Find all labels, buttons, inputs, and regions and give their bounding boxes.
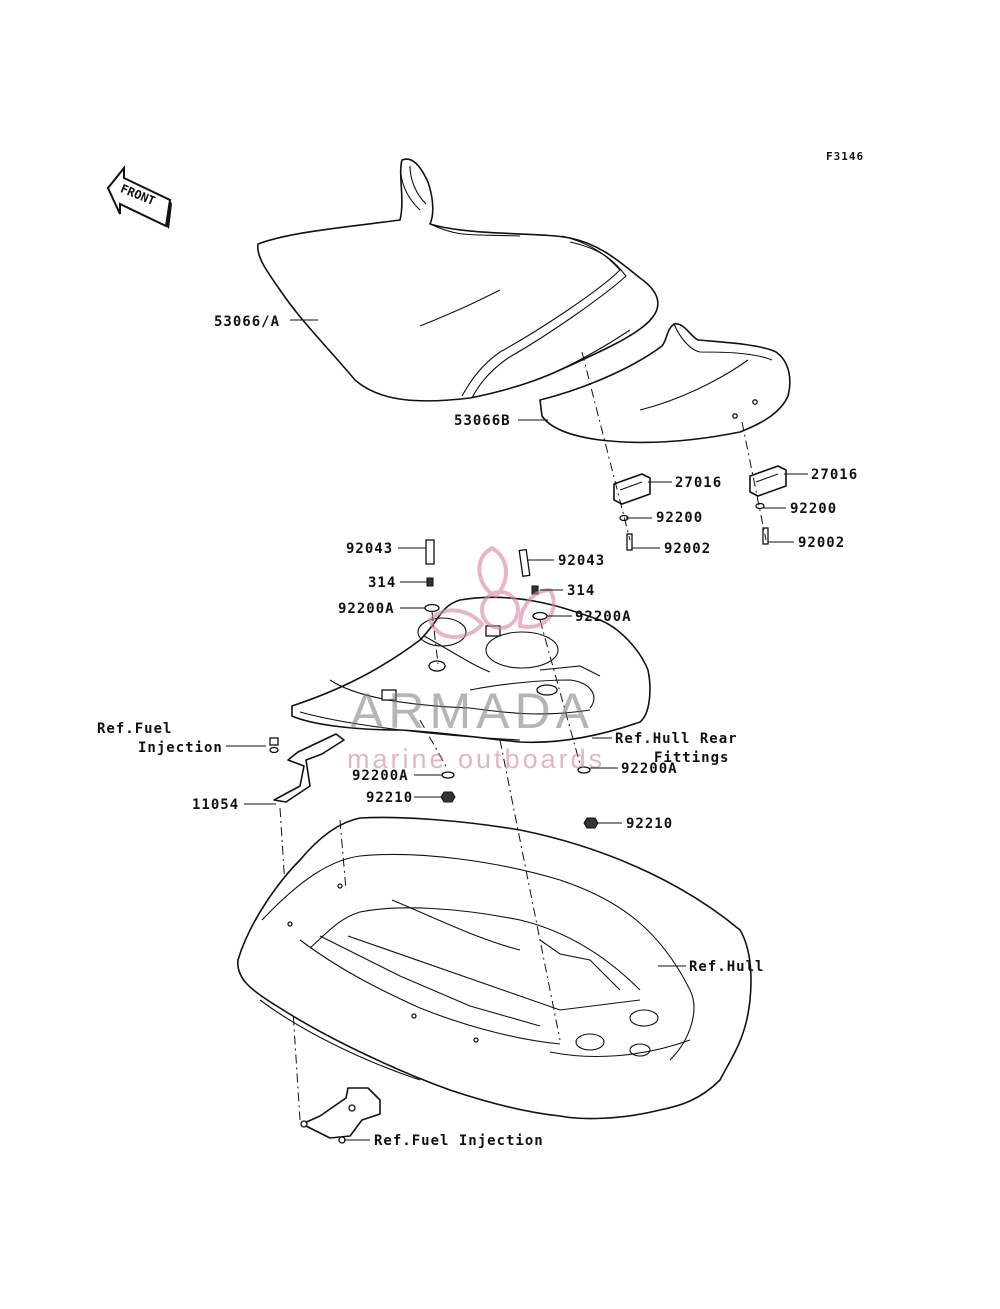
label-92200A-upper-left: 92200A <box>338 601 395 617</box>
label-ref-hull: Ref.Hull <box>689 959 764 975</box>
fastener-stack-left <box>424 539 440 613</box>
washer-92200A-lower-right <box>577 766 591 774</box>
front-arrow-icon: FRONT <box>106 165 172 229</box>
label-53066B: 53066B <box>454 413 511 429</box>
label-92002-left: 92002 <box>664 541 711 557</box>
label-27016-right: 27016 <box>811 467 858 483</box>
rear-seat <box>539 323 791 444</box>
hull <box>237 816 752 1120</box>
seat-hook-left <box>613 473 651 551</box>
propeller-logo-icon <box>427 545 556 639</box>
label-314-left: 314 <box>368 575 396 591</box>
label-92043-right: 92043 <box>558 553 605 569</box>
seat-hook-right <box>749 465 787 545</box>
label-92210-right: 92210 <box>626 816 673 832</box>
fastener-stack-right <box>518 548 548 621</box>
label-92200-left: 92200 <box>656 510 703 526</box>
label-92200-right: 92200 <box>790 501 837 517</box>
label-53066A: 53066/A <box>214 314 280 330</box>
label-92002-right: 92002 <box>798 535 845 551</box>
label-92200A-lower-left: 92200A <box>352 768 409 784</box>
label-11054: 11054 <box>192 797 239 813</box>
label-ref-fuel-line2: Injection <box>138 740 223 756</box>
label-27016-left: 27016 <box>675 475 722 491</box>
leader-lines <box>226 319 808 1141</box>
label-ref-fuel-line1: Ref.Fuel <box>97 721 172 737</box>
nut-92210-left <box>440 791 456 803</box>
front-seat <box>256 158 659 402</box>
figure-code: F3146 <box>826 150 864 163</box>
fuel-injection-bracket <box>300 1087 381 1144</box>
label-92043-left: 92043 <box>346 541 393 557</box>
watermark-brand: ARMADA <box>350 683 594 739</box>
label-ref-hull-rear-line2: Fittings <box>654 750 729 766</box>
label-92210-left: 92210 <box>366 790 413 806</box>
label-ref-fuel-injection-bottom: Ref.Fuel Injection <box>374 1133 544 1149</box>
watermark: ARMADA marine outboards <box>347 545 605 774</box>
label-92200A-lower-right: 92200A <box>621 761 678 777</box>
nut-92210-right <box>583 817 599 829</box>
label-92200A-upper-right: 92200A <box>575 609 632 625</box>
bracket-11054 <box>269 733 345 803</box>
label-ref-hull-rear-line1: Ref.Hull Rear <box>615 731 738 747</box>
watermark-tagline: marine outboards <box>347 744 605 774</box>
seat-base-frame <box>291 596 651 744</box>
label-314-right: 314 <box>567 583 595 599</box>
